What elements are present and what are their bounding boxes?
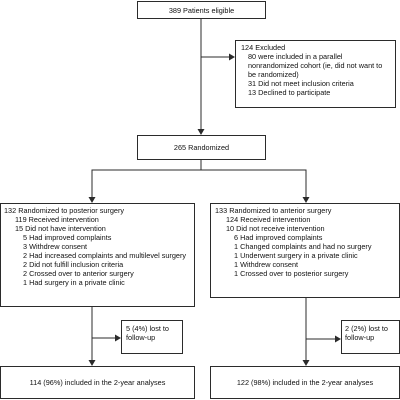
randomized-label: 265 Randomized <box>173 143 230 152</box>
arrowhead-anterior <box>302 197 310 203</box>
anterior-title: 133 Randomized to anterior surgery <box>215 206 332 215</box>
excluded-item: 80 were included in a parallel nonrandom… <box>248 52 383 79</box>
arrowhead-randomized <box>197 129 205 135</box>
posterior-title: 132 Randomized to posterior surgery <box>4 206 125 215</box>
posterior-reason: 1 Had surgery in a private clinic <box>23 278 125 287</box>
anterior-analyzed-box: 122 (98%) included in the 2-year analyse… <box>210 366 400 399</box>
anterior-reason: 1 Underwent surgery in a private clinic <box>234 251 358 260</box>
arrowhead-posterior-lost <box>115 334 121 342</box>
posterior-analyzed-label: 114 (96%) included in the 2-year analyse… <box>29 378 166 387</box>
arrowhead-posterior <box>88 197 96 203</box>
arrowhead-anterior-analyzed <box>302 360 310 366</box>
excluded-item: 13 Declined to participate <box>248 88 331 97</box>
posterior-not-received: 15 Did not have intervention <box>15 224 106 233</box>
excluded-box: 124 Excluded 80 were included in a paral… <box>235 40 396 108</box>
anterior-lost-label: 2 (2%) lost to follow-up <box>345 324 388 342</box>
anterior-analyzed-label: 122 (98%) included in the 2-year analyse… <box>236 378 374 387</box>
posterior-lost-box: 5 (4%) lost to follow-up <box>121 320 183 354</box>
posterior-reason: 3 Withdrew consent <box>23 242 88 251</box>
eligible-label: 389 Patients eligible <box>168 5 235 15</box>
anterior-reason: 1 Crossed over to posterior surgery <box>234 269 349 278</box>
connector-randomized-split <box>91 160 202 202</box>
posterior-reason: 2 Did not fulfill inclusion criteria <box>23 260 124 269</box>
randomized-box: 265 Randomized <box>137 135 266 160</box>
anterior-group-box: 133 Randomized to anterior surgery 124 R… <box>210 203 400 298</box>
posterior-reason: 5 Had improved complaints <box>23 233 112 242</box>
posterior-reason: 2 Crossed over to anterior surgery <box>23 269 134 278</box>
anterior-lost-box: 2 (2%) lost to follow-up <box>341 320 400 354</box>
posterior-received: 119 Received intervention <box>15 215 99 224</box>
posterior-group-box: 132 Randomized to posterior surgery 119 … <box>0 203 195 307</box>
eligible-box: 389 Patients eligible <box>137 1 266 19</box>
excluded-title: 124 Excluded <box>241 43 286 52</box>
posterior-analyzed-box: 114 (96%) included in the 2-year analyse… <box>0 366 195 399</box>
arrowhead-anterior-lost <box>335 335 341 343</box>
posterior-reason: 2 Had increased complaints and multileve… <box>23 251 187 260</box>
anterior-reason: 6 Had improved complaints <box>234 233 323 242</box>
excluded-item: 31 Did not meet inclusion criteria <box>248 79 354 88</box>
anterior-received: 124 Received intervention <box>226 215 311 224</box>
anterior-reason: 1 Changed complaints and had no surgery <box>234 242 372 251</box>
anterior-reason: 1 Withdrew consent <box>234 260 299 269</box>
connector-randomized-split-right <box>201 169 307 202</box>
arrowhead-posterior-analyzed <box>88 360 96 366</box>
arrowhead-excluded <box>229 53 235 61</box>
posterior-lost-label: 5 (4%) lost to follow-up <box>126 324 169 342</box>
anterior-not-received: 10 Did not receive intervention <box>226 224 325 233</box>
